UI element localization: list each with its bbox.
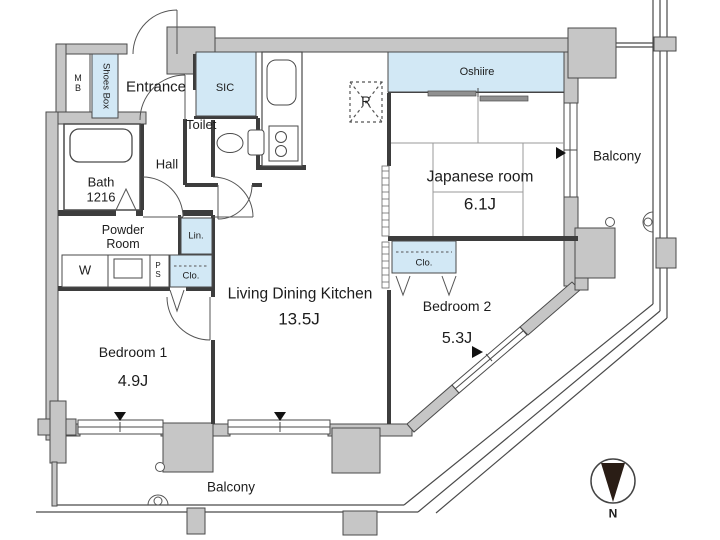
label-shoes-box: Shoes Box	[100, 63, 112, 109]
label-compass-north: N	[608, 506, 618, 521]
diagonal-wall-1	[406, 384, 460, 433]
label-washer: W	[78, 262, 92, 278]
sic-closet	[195, 51, 257, 117]
ldk-door	[212, 176, 254, 218]
balcony-railings	[36, 0, 668, 514]
bath-folding-door	[115, 187, 137, 211]
marker-bedroom2-window	[472, 346, 483, 358]
label-bath: Bath 1216	[86, 174, 116, 204]
pillar-top-right	[567, 27, 617, 79]
powder-room-door	[142, 176, 184, 218]
label-pipe-space: P S	[155, 261, 161, 279]
closet2-folding-doors	[395, 275, 457, 297]
washer-space	[61, 254, 109, 288]
label-bedroom1: Bedroom 1	[98, 344, 168, 361]
toilet-bowl	[216, 133, 244, 153]
label-refrigerator: R	[361, 93, 371, 109]
tatami-lines	[391, 97, 564, 236]
exterior-walls	[37, 26, 677, 536]
bathtub	[69, 128, 133, 163]
label-linen: Lin.	[188, 230, 204, 242]
label-balcony-right: Balcony	[592, 148, 642, 164]
pillar-bottom-1	[162, 422, 214, 473]
label-japanese-area: 6.1J	[463, 194, 497, 214]
compass	[590, 458, 636, 504]
label-meter-box: M B	[74, 72, 82, 93]
label-balcony-bottom: Balcony	[206, 479, 256, 495]
stove-burner-2	[275, 145, 287, 157]
label-bedroom2: Bedroom 2	[422, 298, 492, 315]
label-closet-bed1: Clo.	[182, 270, 200, 282]
label-ldk: Living Dining Kitchen	[227, 285, 373, 303]
opening-markers	[114, 147, 566, 421]
label-oshiire: Oshiire	[459, 65, 495, 78]
label-closet-bed2: Clo.	[415, 257, 433, 269]
label-ldk-area: 13.5J	[278, 309, 320, 329]
label-powder-room: Powder Room	[101, 223, 145, 251]
label-bedroom2-area: 5.3J	[441, 330, 473, 348]
label-entrance: Entrance	[125, 78, 187, 96]
label-hall: Hall	[155, 156, 179, 172]
pillar-right	[574, 227, 616, 279]
kitchen-sink	[266, 59, 297, 106]
label-japanese-room: Japanese room	[426, 168, 534, 186]
marker-japanese-window	[556, 147, 566, 159]
fixtures	[63, 51, 303, 211]
closet-bedroom2	[391, 240, 457, 274]
compass-needle	[601, 463, 625, 502]
toilet-tank	[247, 129, 265, 156]
pillar-bottom-2	[331, 427, 381, 474]
label-bedroom1-area: 4.9J	[117, 373, 149, 391]
shoes-box	[91, 53, 119, 119]
label-toilet: Toilet	[186, 117, 217, 132]
label-sic: SIC	[215, 81, 235, 94]
hall-door	[139, 74, 186, 121]
entrance-door	[132, 9, 178, 55]
balcony-drains	[147, 211, 654, 506]
windows	[77, 102, 578, 435]
closet1-folding-door	[169, 289, 185, 313]
linen-closet	[180, 217, 213, 255]
compass-circle	[590, 458, 636, 504]
sliding-partitions	[381, 165, 390, 289]
diagonal-wall-2	[519, 281, 581, 336]
marker-ldk-window	[274, 412, 286, 421]
marker-bedroom1-window	[114, 412, 126, 421]
bedroom1-door	[166, 296, 211, 341]
toilet-door	[217, 184, 253, 220]
storage-boxes	[61, 51, 565, 288]
meter-box	[65, 53, 91, 113]
oshiire-closet	[387, 51, 565, 93]
closet-bedroom1	[169, 254, 213, 288]
stove-burner-1	[275, 131, 287, 143]
refrigerator-space	[349, 81, 383, 123]
doors	[115, 9, 457, 341]
